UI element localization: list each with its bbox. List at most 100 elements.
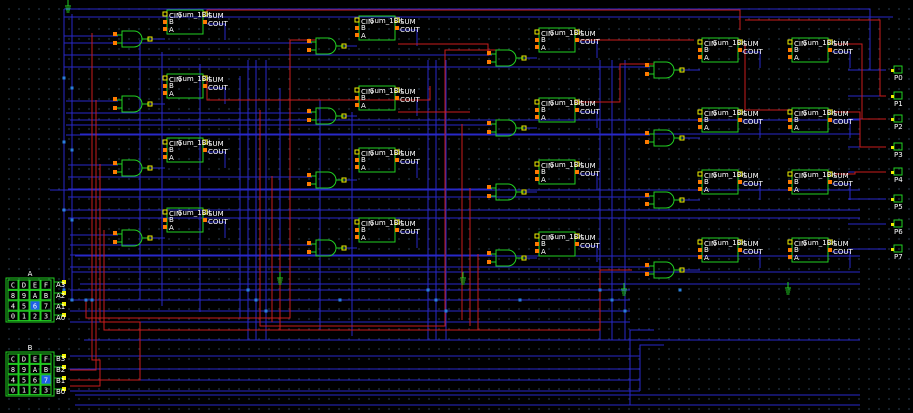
junction-dot (338, 298, 342, 302)
and-gate-body (653, 191, 675, 209)
cout-pin (828, 248, 832, 252)
gate-pin (341, 43, 347, 49)
adder-out-wire (579, 245, 598, 262)
gate-pin (487, 130, 491, 134)
adder-cout-label: COUT (580, 170, 601, 178)
cout-pin (203, 218, 207, 222)
keypad-pin-label: B2 (56, 366, 65, 374)
cin-pin (162, 11, 168, 17)
junction-dot (246, 288, 250, 292)
cin-pin (534, 99, 540, 105)
and-gate-body (653, 129, 675, 147)
adder-b-label: B (169, 18, 174, 26)
output-pin: P3 (891, 142, 903, 159)
junction-dot (62, 140, 66, 144)
adder-b-label: B (541, 106, 546, 114)
adder-name-label: Sum_1Bit (550, 233, 583, 241)
adder-cout-label: COUT (580, 242, 601, 250)
sum-pin (737, 239, 743, 245)
cin-pin (354, 17, 360, 23)
adder-cout-label: COUT (580, 38, 601, 46)
output-pin-label: P2 (894, 123, 903, 131)
junction-dot (598, 288, 602, 292)
b-pin (698, 248, 702, 252)
keypad-key-label: 7 (44, 376, 48, 384)
output-pin: P2 (891, 114, 903, 131)
keypad-key (7, 384, 19, 396)
gate-pin (487, 60, 491, 64)
adder-cin-label: CIN (541, 100, 553, 108)
cout-pin (828, 180, 832, 184)
output-pin-label: P7 (894, 253, 903, 261)
b-pin (788, 180, 792, 184)
keypad-key-label: 9 (22, 366, 26, 374)
cin-pin (697, 109, 703, 115)
adder-name-label: Sum_1Bit (713, 239, 746, 247)
adder-cin-label: CIN (169, 12, 181, 20)
keypad-key-label: D (22, 356, 26, 364)
and-gate (113, 159, 153, 177)
cout-pin (203, 20, 207, 24)
ground-icon (785, 282, 791, 295)
adder-sum-label: SUM (833, 110, 849, 118)
sum-pin (394, 219, 400, 225)
adder-sum-label: SUM (400, 18, 416, 26)
keypad-key-label: C (11, 282, 15, 290)
keypad-pin-label: A3 (56, 281, 65, 289)
adder-out-wire (399, 29, 418, 46)
adder-a-label: A (541, 176, 546, 184)
adder-b-label: B (794, 46, 799, 54)
gate-pin (307, 109, 311, 113)
output-pin-label: P1 (894, 100, 903, 108)
sum-pin (827, 39, 833, 45)
sum-pin (737, 109, 743, 115)
adder-name-label: Sum_1Bit (550, 161, 583, 169)
adder-name-label: Sum_1Bit (803, 39, 836, 47)
adder-out-wire (579, 111, 598, 128)
gate-pin (113, 106, 117, 110)
sum-pin (574, 29, 580, 35)
gate-pin (645, 202, 649, 206)
and-gate-body (121, 30, 143, 48)
adder-cout-label: COUT (208, 84, 229, 92)
and-gate-body (121, 159, 143, 177)
keypad-key (29, 374, 41, 385)
adder-cout-label: COUT (743, 48, 764, 56)
b-pin (163, 218, 167, 222)
b-pin (535, 108, 539, 112)
junction-dot (70, 218, 74, 222)
keypad-pin (62, 291, 66, 295)
keypad-key-label: D (22, 282, 26, 290)
and-gate-body (653, 261, 675, 279)
b-pin (355, 158, 359, 162)
adder-out-wire (207, 221, 226, 238)
b-pin (788, 248, 792, 252)
a-pin (698, 187, 702, 191)
and-gate (113, 30, 153, 48)
adder-sum-label: SUM (208, 12, 224, 20)
adder-name-label: Sum_1Bit (550, 29, 583, 37)
adder-cin-label: CIN (541, 234, 553, 242)
junction-dot (70, 298, 74, 302)
cout-pin (575, 242, 579, 246)
junction-dot (623, 309, 627, 313)
keypad-key-label: 3 (44, 313, 48, 321)
input-a-label: A (28, 270, 33, 278)
adder-name-label: Sum_1Bit (550, 99, 583, 107)
gate-pin (147, 101, 153, 107)
b-pin (698, 180, 702, 184)
adder-cin-label: CIN (361, 220, 373, 228)
adder-a-label: A (169, 154, 174, 162)
a-pin (698, 125, 702, 129)
junction-dot (70, 86, 74, 90)
adder-sum-label: SUM (580, 30, 596, 38)
